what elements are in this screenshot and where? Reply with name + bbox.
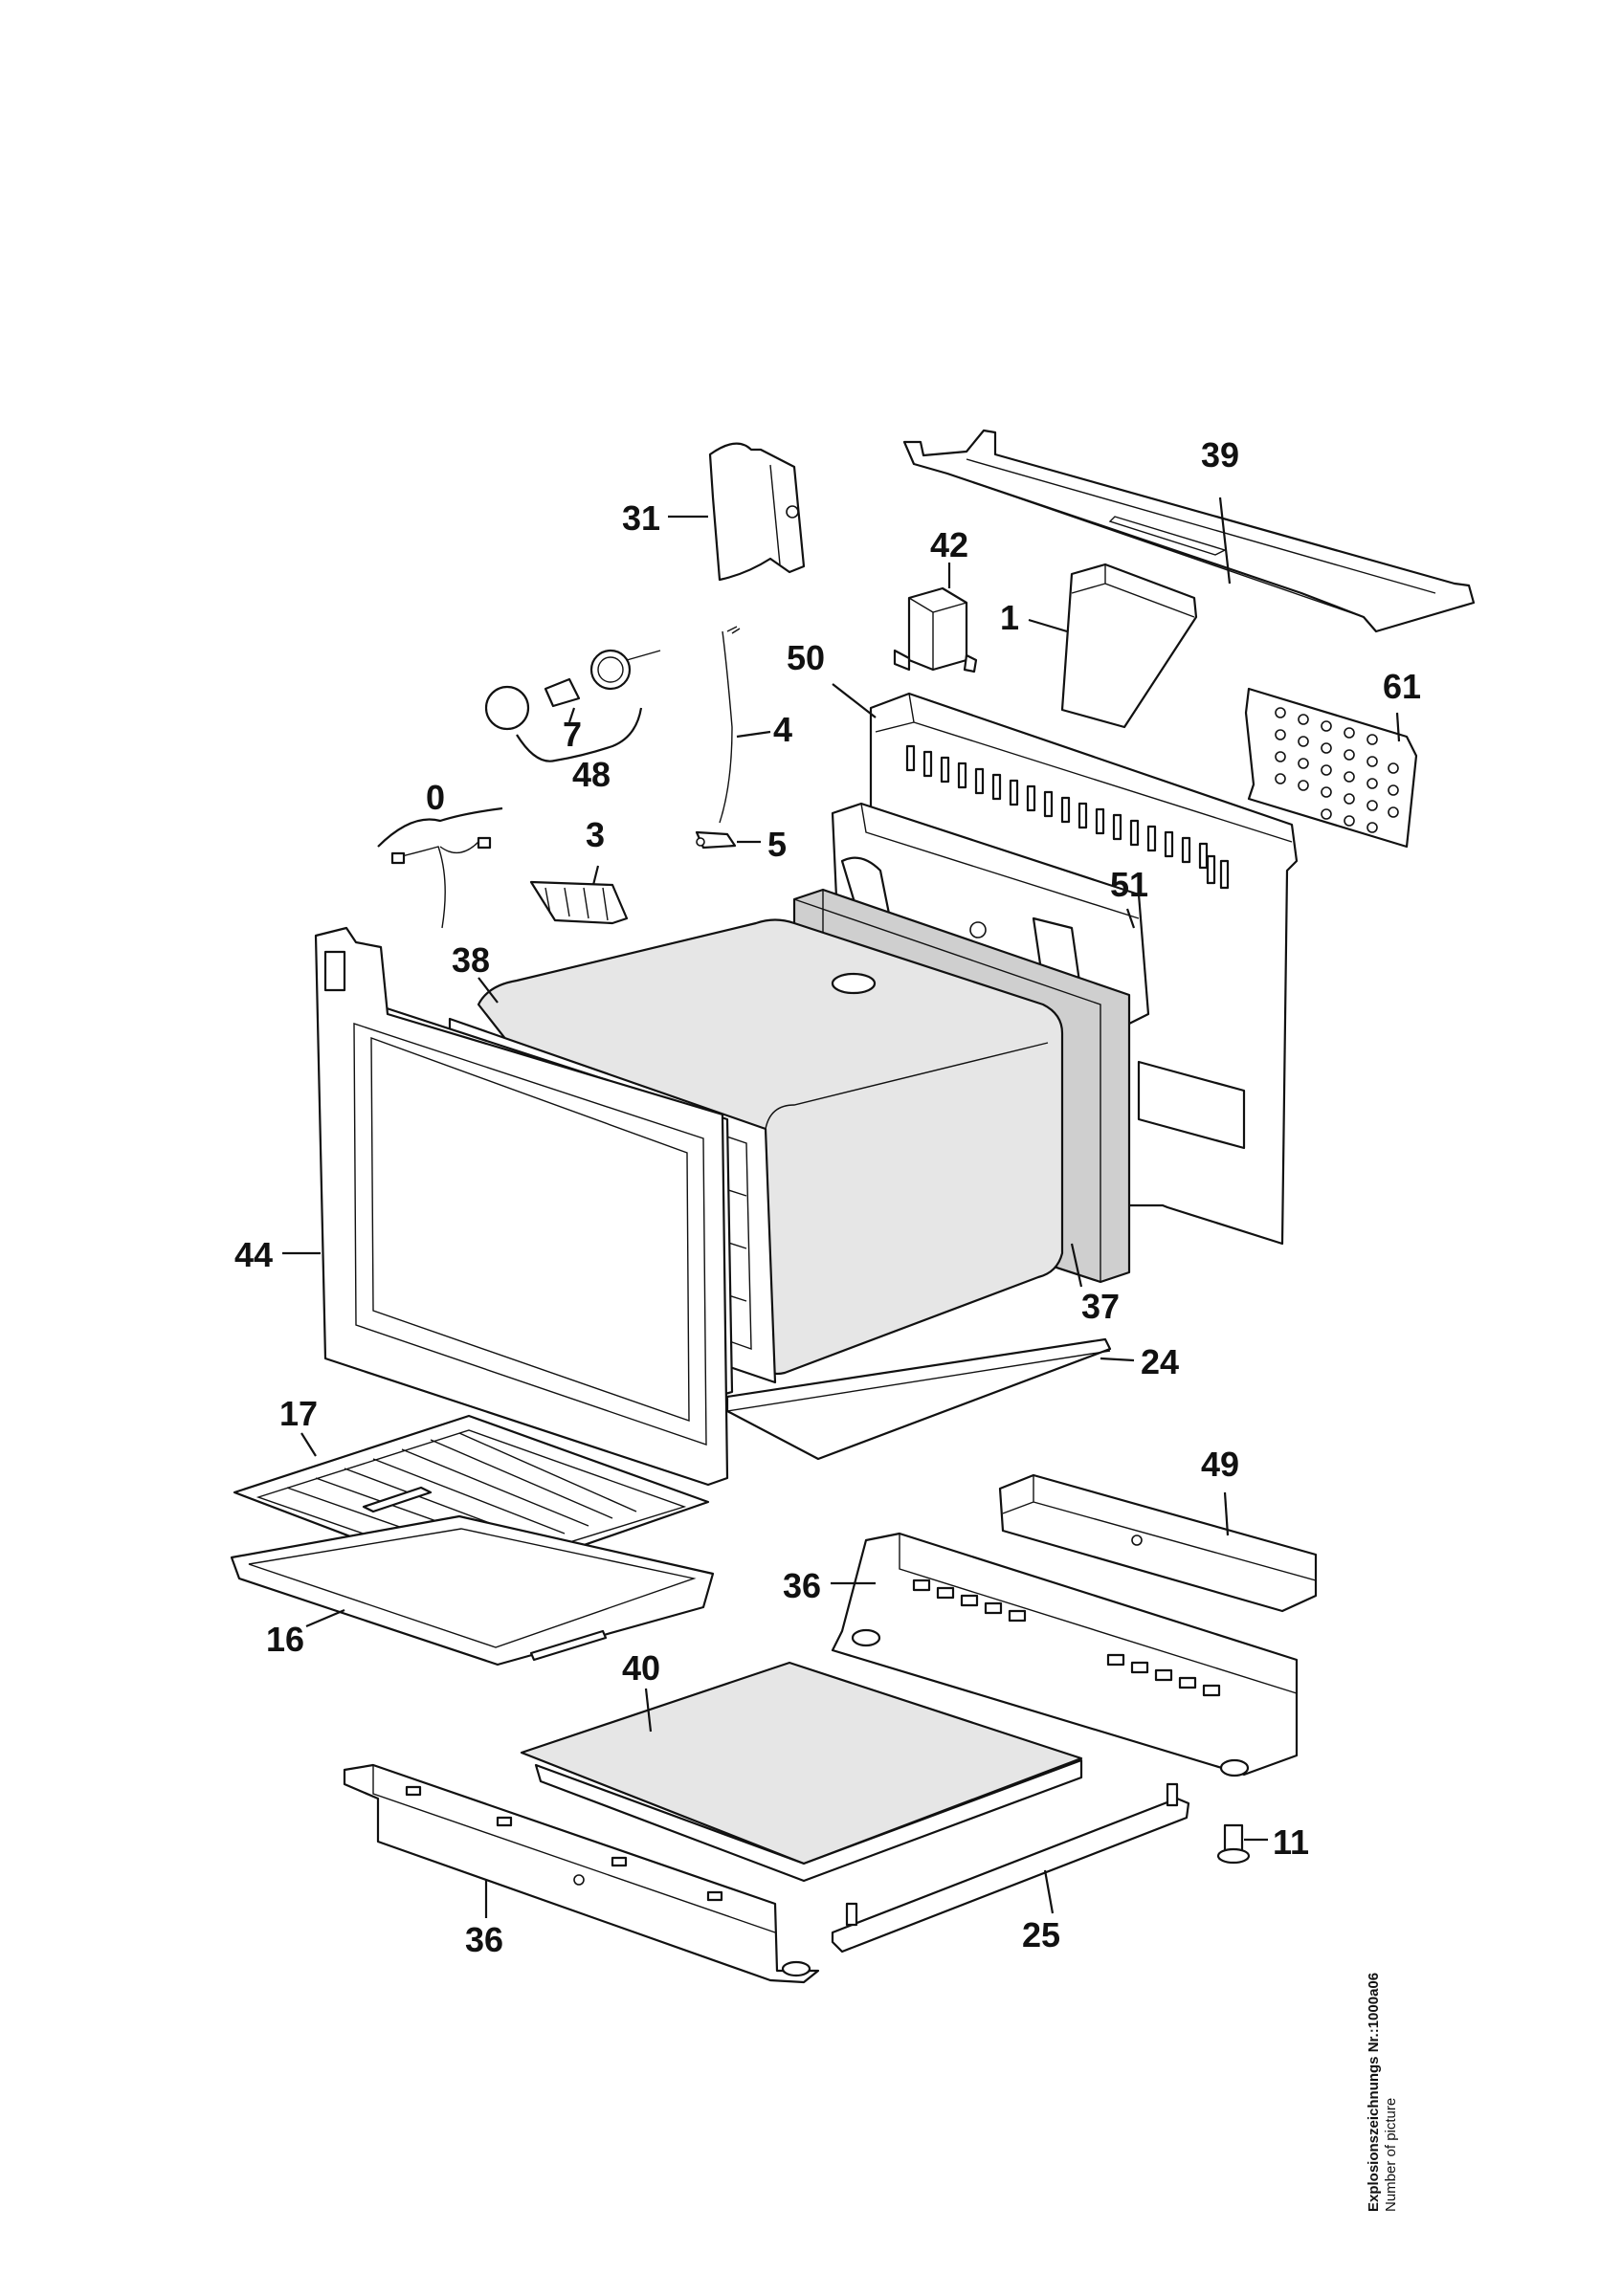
part-3-terminal-block bbox=[529, 880, 629, 925]
callout-61: 61 bbox=[1383, 667, 1421, 706]
picture-number-subtitle: Number of picture bbox=[1383, 2098, 1399, 2212]
callout-11: 11 bbox=[1273, 1822, 1309, 1862]
part-48-lamp-assembly bbox=[484, 649, 661, 731]
part-31-lamp-cover-bracket bbox=[708, 442, 806, 582]
callout-48: 48 bbox=[572, 755, 611, 794]
part-0-cable-set bbox=[390, 836, 492, 929]
callout-25: 25 bbox=[1022, 1915, 1060, 1954]
leader-1 bbox=[1028, 618, 1068, 633]
picture-number-title: Explosionszeichnungs Nr.:1000a06 bbox=[1366, 1973, 1382, 2212]
rear-panel-vent-slots bbox=[905, 744, 1230, 890]
callout-51: 51 bbox=[1110, 865, 1148, 904]
leader-51 bbox=[1125, 908, 1136, 929]
callout-0: 0 bbox=[426, 778, 445, 817]
picture-number-label: Explosionszeichnungs Nr.:1000a06 Number … bbox=[1366, 1973, 1399, 2212]
part-1-air-duct bbox=[1060, 563, 1198, 729]
part-44-front-frame bbox=[314, 926, 729, 1487]
leader-25 bbox=[1043, 1869, 1055, 1914]
perforation-holes bbox=[1275, 707, 1399, 833]
leader-24 bbox=[1100, 1357, 1135, 1362]
leader-4 bbox=[736, 730, 771, 739]
callout-36-upper: 36 bbox=[783, 1566, 821, 1605]
leader-16 bbox=[305, 1608, 345, 1628]
brace-0 bbox=[377, 806, 503, 848]
callout-1: 1 bbox=[1000, 598, 1019, 637]
part-4-wire bbox=[719, 626, 741, 824]
part-11-adjustable-foot bbox=[1216, 1823, 1251, 1865]
leader-40 bbox=[644, 1688, 653, 1733]
callout-39: 39 bbox=[1201, 435, 1239, 475]
callout-24: 24 bbox=[1141, 1342, 1179, 1381]
callout-42: 42 bbox=[930, 525, 968, 564]
callout-16: 16 bbox=[266, 1620, 304, 1659]
part-49-housing-box bbox=[998, 1473, 1318, 1613]
callout-40: 40 bbox=[622, 1648, 660, 1688]
part-36-side-rail-lower bbox=[343, 1763, 820, 1984]
rail-slots-upper bbox=[912, 1578, 1221, 1697]
callout-5: 5 bbox=[767, 825, 787, 864]
callout-38: 38 bbox=[452, 940, 490, 980]
callout-17: 17 bbox=[279, 1394, 318, 1433]
callout-36-lower: 36 bbox=[465, 1920, 503, 1959]
part-42-switch-box bbox=[893, 586, 978, 673]
leader-38 bbox=[478, 977, 499, 1004]
callout-3: 3 bbox=[586, 815, 605, 854]
callout-7: 7 bbox=[563, 715, 582, 754]
leader-61 bbox=[1395, 712, 1401, 742]
part-16-baking-tray bbox=[230, 1514, 715, 1667]
part-61-perforated-plate bbox=[1244, 687, 1418, 849]
part-36-side-rail-upper bbox=[831, 1532, 1299, 1777]
brace-48 bbox=[516, 707, 643, 762]
callout-31: 31 bbox=[622, 498, 660, 538]
leader-49 bbox=[1223, 1491, 1230, 1536]
callout-44: 44 bbox=[234, 1235, 273, 1274]
leader-7 bbox=[567, 707, 576, 723]
leader-17 bbox=[300, 1432, 317, 1457]
leader-37 bbox=[1070, 1243, 1083, 1288]
part-39-top-rail bbox=[902, 429, 1476, 633]
callout-49: 49 bbox=[1201, 1445, 1239, 1484]
part-25-support-rail bbox=[831, 1782, 1190, 1954]
leader-39 bbox=[1218, 497, 1232, 585]
part-40-floor-plate bbox=[520, 1661, 1083, 1883]
part-5-connector bbox=[695, 830, 737, 850]
callout-4: 4 bbox=[773, 710, 792, 749]
callout-50: 50 bbox=[787, 638, 825, 677]
callout-37: 37 bbox=[1081, 1287, 1120, 1326]
leader-50 bbox=[832, 683, 877, 718]
leader-3 bbox=[591, 865, 600, 886]
